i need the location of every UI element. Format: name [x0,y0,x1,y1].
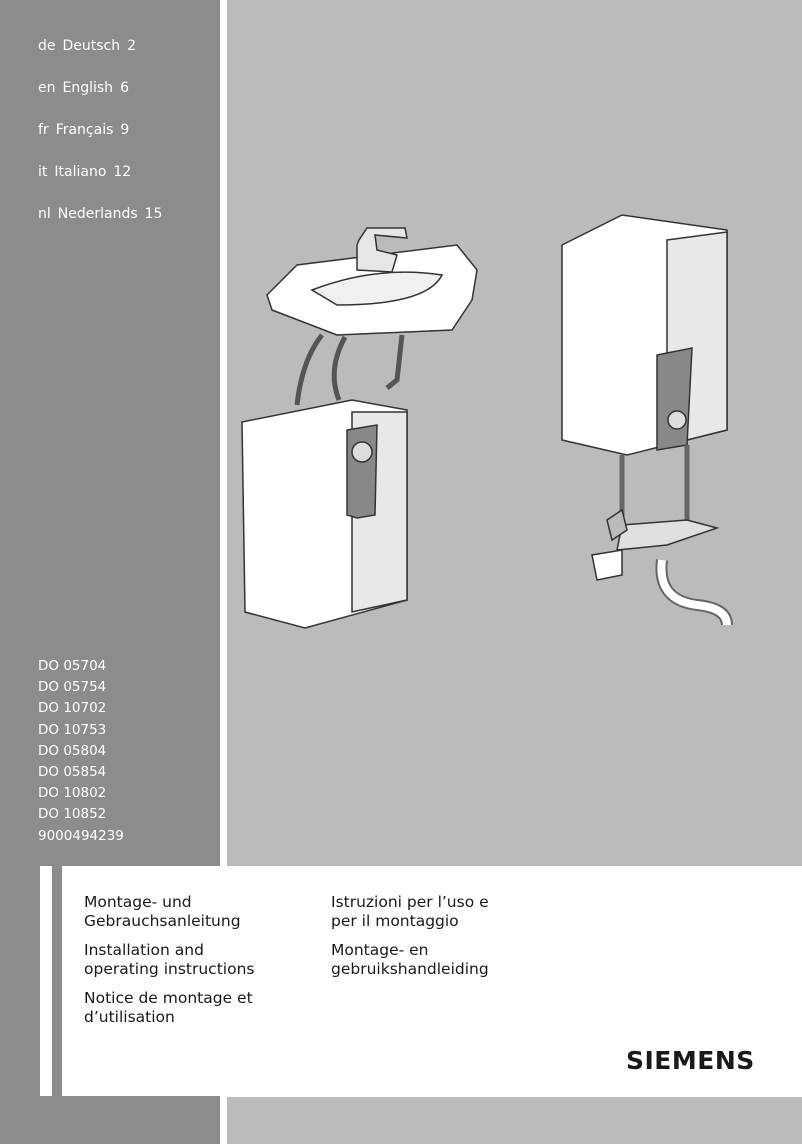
bottom-left-strip [0,866,40,1144]
footer-band-left [40,1096,220,1144]
siemens-logo: SIEMENS [626,1046,755,1075]
model-list: DO 05704 DO 05754 DO 10702 DO 10753 DO 0… [38,658,124,849]
model-number: DO 05754 [38,679,107,696]
article-number: 9000494239 [38,827,124,844]
left-sidebar [0,0,220,866]
title-dutch: Montage- en gebruikshandleiding [331,941,489,978]
manual-titles-left: Montage- und Gebrauchsanleitung Installa… [84,893,324,1037]
bottom-left-strip [52,866,62,1096]
model-number: DO 10753 [38,721,107,738]
wall-heater-illustration [561,214,733,626]
model-number: DO 05854 [38,763,107,780]
undersink-heater-illustration [241,227,478,629]
model-number: DO 10852 [38,806,107,823]
model-number: DO 10802 [38,785,107,802]
title-german: Montage- und Gebrauchsanleitung [84,893,241,930]
model-number: DO 10702 [38,700,107,717]
divider [40,866,52,1096]
title-french: Notice de montage et d’utilisation [84,989,253,1026]
divider [220,0,227,866]
water-heater-illustration [241,214,733,629]
footer-band-right [227,1097,802,1144]
manual-titles-right: Istruzioni per l’uso e per il montaggio … [331,893,571,989]
title-english: Installation and operating instructions [84,941,255,978]
model-number: DO 05704 [38,658,107,674]
model-number: DO 05804 [38,742,107,759]
title-italian: Istruzioni per l’uso e per il montaggio [331,893,489,930]
